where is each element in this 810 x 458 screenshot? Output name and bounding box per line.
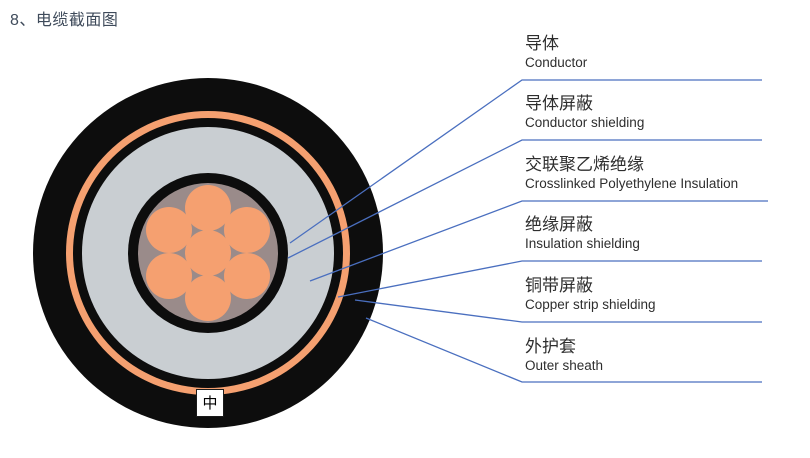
label-insulation-shielding-cn: 绝缘屏蔽: [525, 215, 593, 234]
label-crosslinked-polyethylene-insulation: 交联聚乙烯绝缘 Crosslinked Polyethylene Insulat…: [525, 155, 738, 192]
label-crosslinked-polyethylene-insulation-en: Crosslinked Polyethylene Insulation: [525, 176, 739, 191]
label-conductor-shielding-cn: 导体屏蔽: [525, 94, 593, 113]
leader-line-outer-sheath: [365, 317, 762, 383]
label-outer-sheath-cn: 外护套: [525, 337, 576, 356]
center-mark-badge: 中: [196, 389, 224, 417]
label-conductor: 导体 Conductor: [525, 34, 587, 71]
conductor-strand: [146, 253, 192, 299]
leader-line-copper-strip-shielding: [354, 299, 762, 323]
leader-line-crosslinked-polyethylene-insulation: [309, 200, 768, 282]
conductor-strand: [224, 207, 270, 253]
label-copper-strip-shielding-en: Copper strip shielding: [525, 297, 656, 312]
conductor-strand: [185, 230, 231, 276]
conductor-strand: [224, 253, 270, 299]
label-crosslinked-polyethylene-insulation-cn: 交联聚乙烯绝缘: [525, 155, 644, 174]
conductor-strand: [146, 207, 192, 253]
label-conductor-cn: 导体: [525, 34, 559, 53]
label-insulation-shielding: 绝缘屏蔽 Insulation shielding: [525, 215, 640, 252]
leader-line-group: [287, 79, 768, 383]
label-copper-strip-shielding: 铜带屏蔽 Copper strip shielding: [525, 276, 656, 313]
label-conductor-en: Conductor: [525, 55, 588, 70]
page-title: 8、电缆截面图: [10, 12, 119, 29]
label-insulation-shielding-en: Insulation shielding: [525, 236, 640, 251]
conductor-strand: [185, 185, 231, 231]
leader-line-conductor-shielding: [287, 139, 762, 259]
conductor-strand-group: [146, 185, 270, 321]
label-copper-strip-shielding-cn: 铜带屏蔽: [525, 276, 593, 295]
leader-line-insulation-shielding: [337, 260, 762, 298]
label-conductor-shielding-en: Conductor shielding: [525, 115, 645, 130]
label-conductor-shielding: 导体屏蔽 Conductor shielding: [525, 94, 644, 131]
label-outer-sheath-en: Outer sheath: [525, 358, 604, 373]
label-outer-sheath: 外护套 Outer sheath: [525, 337, 603, 374]
leader-line-conductor: [289, 79, 762, 244]
conductor-strand: [185, 275, 231, 321]
